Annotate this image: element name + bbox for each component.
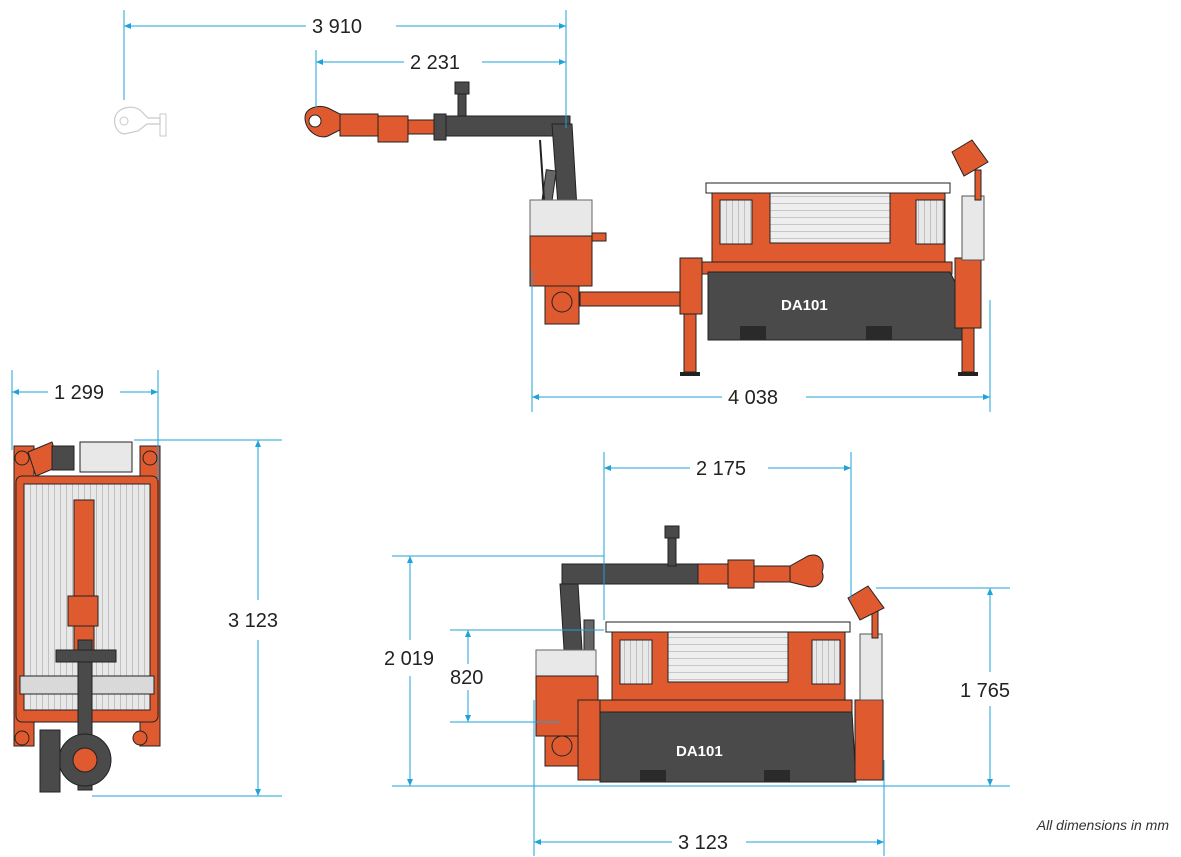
dimension-panel-height: 1 765 (876, 587, 1010, 786)
dimension-arm-height: 2 019 (384, 555, 1010, 787)
extended-arm-view: DA101 3 910 2 231 (114, 10, 991, 412)
dim-label-arm-height: 2 019 (384, 648, 434, 670)
dimension-reach-total: 3 910 (123, 10, 567, 128)
ghost-breaker-tool (114, 106, 167, 137)
dim-label-outrigger-length: 4 038 (728, 387, 778, 409)
dim-label-panel-height: 1 765 (960, 680, 1010, 702)
dimension-arm-offset: 2 175 (603, 452, 852, 620)
dimension-top-length: 3 123 (92, 439, 282, 797)
dimension-side-length: 3 123 (533, 700, 885, 856)
dim-label-reach-total: 3 910 (312, 16, 362, 38)
dim-label-arm-offset: 2 175 (696, 458, 746, 480)
dim-label-side-length: 3 123 (678, 832, 728, 854)
dim-label-width: 1 299 (54, 382, 104, 404)
turret-unit (529, 199, 689, 325)
folded-arm-view: DA101 2 175 2 019 (384, 452, 1010, 856)
model-label-side: DA101 (676, 743, 723, 760)
dim-label-top-length: 3 123 (228, 610, 278, 632)
top-view: 1 299 3 123 (11, 370, 282, 797)
dimension-body-height: 820 (450, 629, 604, 723)
machine-body-side: DA101 (679, 139, 989, 376)
dim-label-body-height: 820 (450, 667, 483, 689)
dimension-width: 1 299 (11, 370, 159, 480)
model-label-top: DA101 (781, 297, 828, 314)
units-footnote: All dimensions in mm (1036, 817, 1169, 833)
dimension-reach-arm: 2 231 (315, 50, 566, 108)
dim-label-reach-arm: 2 231 (410, 52, 460, 74)
machine-body-folded: DA101 (535, 585, 885, 783)
extended-arm (304, 81, 581, 261)
dimension-outrigger-length: 4 038 (531, 270, 991, 412)
